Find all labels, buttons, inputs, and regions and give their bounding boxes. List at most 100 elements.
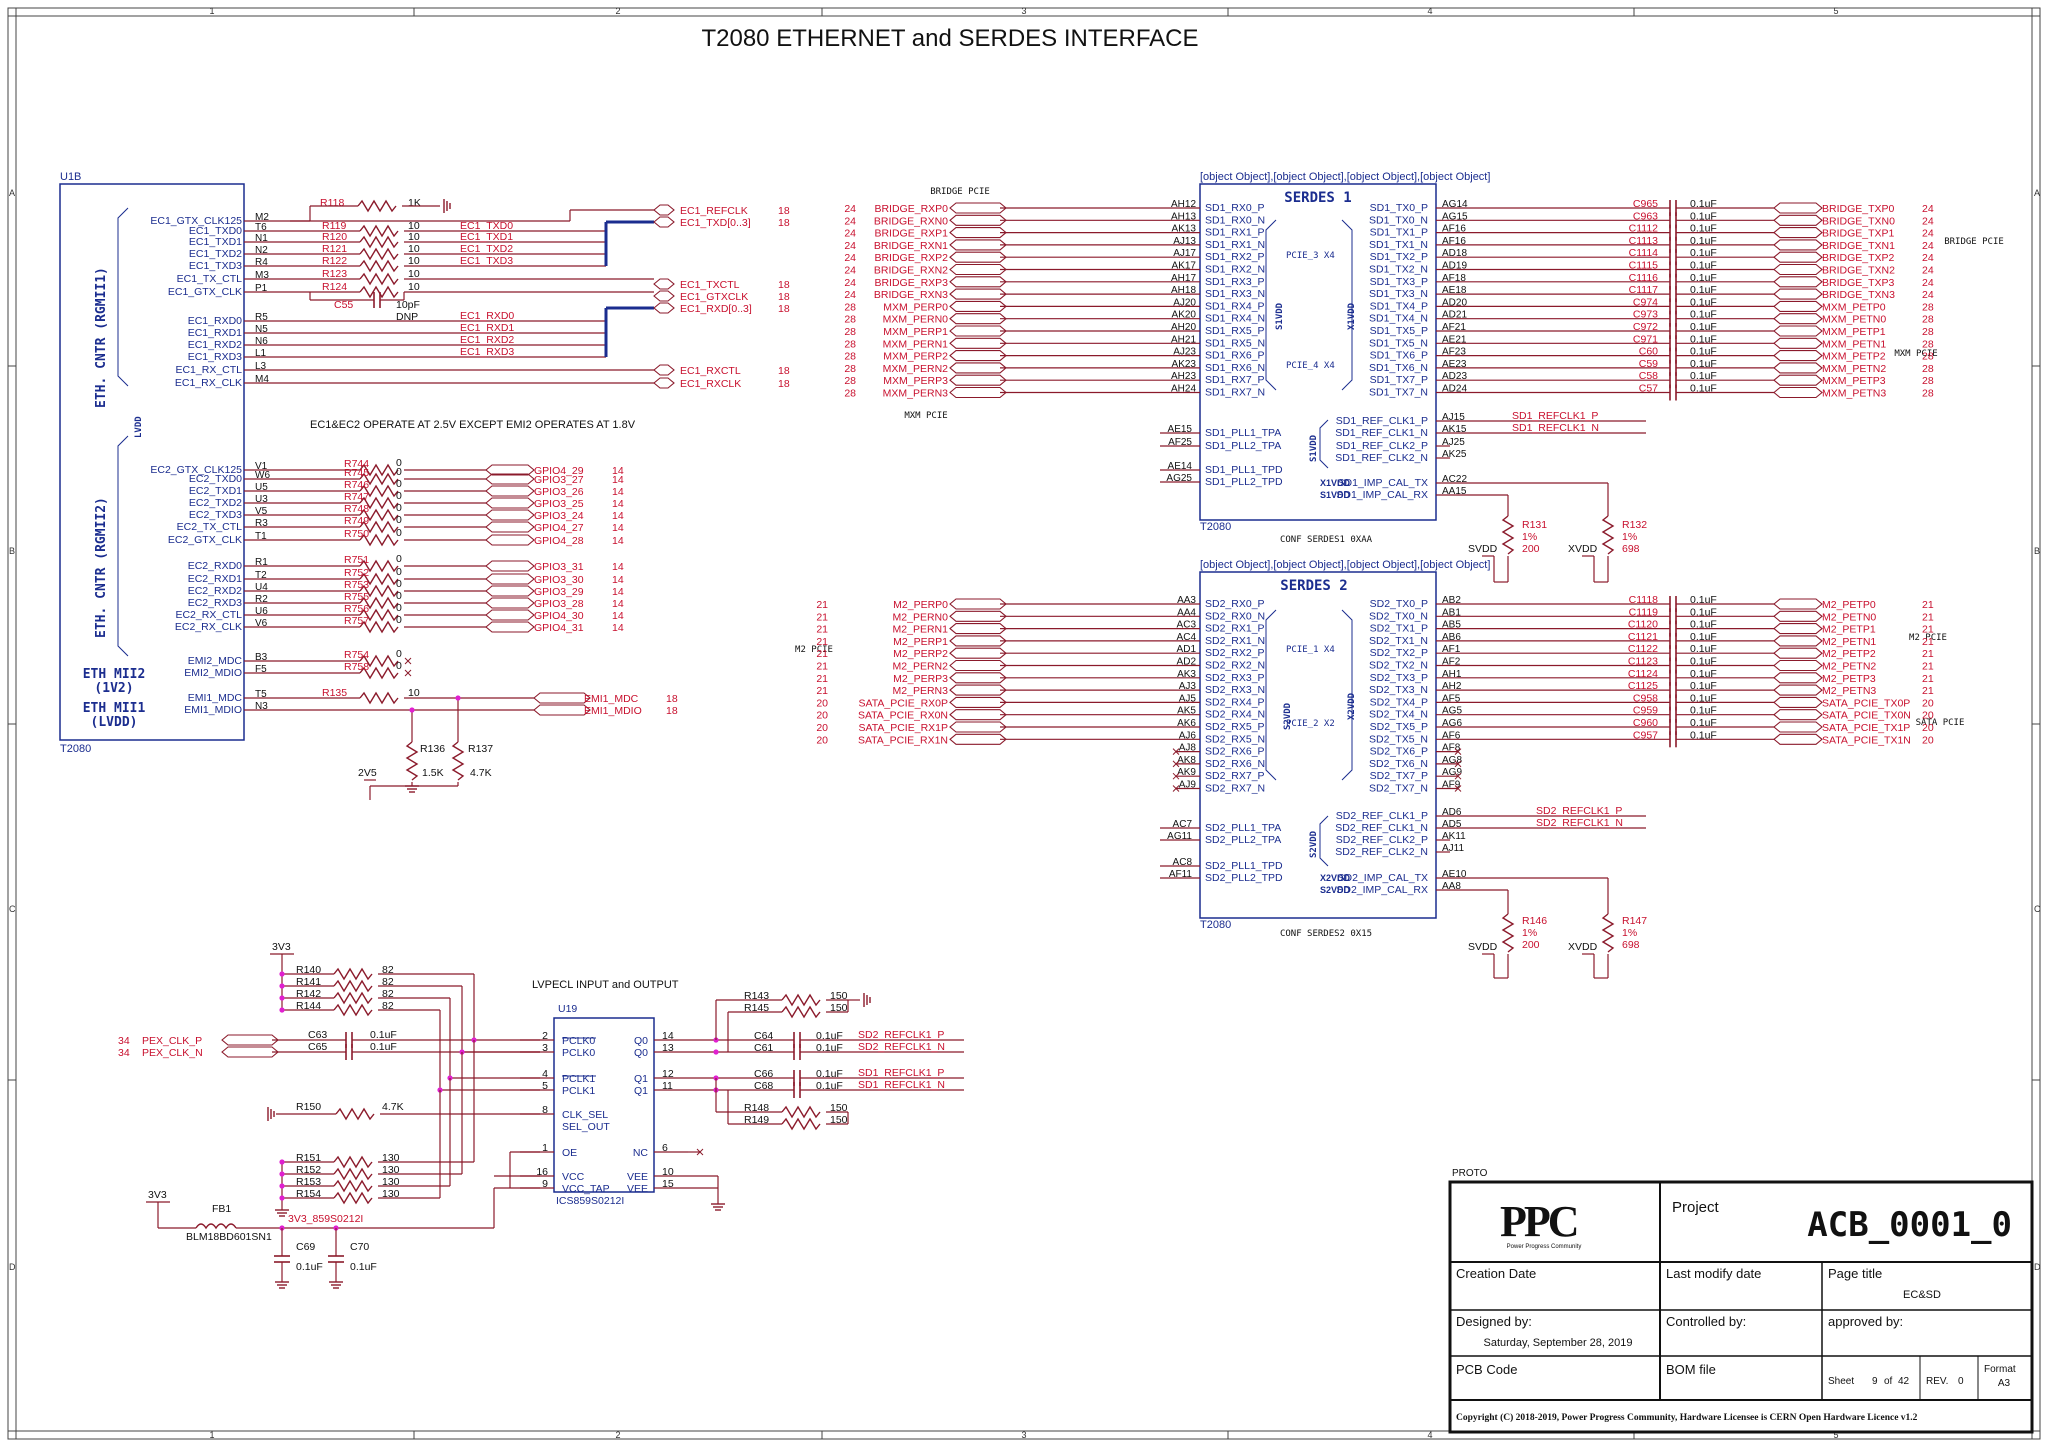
serdes1-mxm-label-left: MXM PCIE (904, 411, 947, 421)
serdes-pin-name: SD1_RX5_N (1205, 337, 1265, 349)
offpage-port (1773, 300, 1823, 312)
offpage-page: 18 (666, 693, 678, 705)
offpage-port (949, 214, 1007, 226)
serdes-pin-ball: AF23 (1442, 347, 1466, 358)
serdes-pin-name: SD2_TX7_N (1369, 783, 1428, 795)
no-connect-mark (1454, 748, 1462, 755)
u19-pin-number: 2 (542, 1030, 548, 1042)
border-col-label: 2 (615, 6, 620, 16)
resistor-ref: R120 (322, 231, 347, 243)
u1b-mii1: ETH MII1 (83, 701, 146, 716)
offpage-port (485, 573, 535, 585)
offpage-net: SATA_PCIE_RX1P (859, 722, 948, 734)
serdes-pin-ball: AD24 (1442, 384, 1467, 395)
offpage-page: 21 (1922, 599, 1934, 611)
capacitor-ref: C60 (1639, 346, 1658, 358)
u1b-pin-ball: M3 (255, 270, 269, 281)
resistor-ref: R746 (344, 479, 369, 491)
resistor-ref: R121 (322, 243, 347, 255)
u1b-lvdd: LVDD (134, 416, 144, 438)
resistor-value: 10 (408, 281, 420, 293)
offpage-page: 20 (816, 697, 828, 709)
junction-dot (713, 1049, 719, 1055)
capacitor-value: 10pF (396, 299, 420, 311)
resistor-ref: R148 (744, 1102, 769, 1114)
offpage-port (949, 386, 1007, 399)
serdes2-conf: CONF SERDES2 0X15 (1280, 929, 1372, 939)
serdes-pin-ball: AC22 (1442, 474, 1467, 485)
offpage-page: 21 (1922, 636, 1934, 648)
offpage-net: MXM_PERN0 (883, 314, 949, 326)
resistor-ref: R145 (744, 1002, 769, 1014)
capacitor-ref: C1116 (1629, 272, 1659, 284)
capacitor-ref: C965 (1633, 198, 1658, 210)
offpage-net: MXM_PERN2 (883, 363, 949, 375)
power-label: SVDD (1468, 941, 1498, 953)
page-title-value: EC&SD (1903, 1289, 1941, 1301)
serdes-pin-ball: AH18 (1171, 285, 1196, 296)
serdes1-symbol: [object Object],[object Object],[object … (844, 171, 2004, 583)
offpage-port (949, 659, 1007, 672)
resistor-value: 10 (408, 220, 420, 232)
offpage-page: 14 (612, 510, 624, 522)
offpage-page: 28 (844, 314, 856, 326)
dnp-label: DNP (396, 311, 418, 323)
serdes-pin-name: SD1_TX1_N (1369, 239, 1428, 251)
serdes1-s1vdd: S1VDD (1275, 302, 1285, 330)
serdes-pin-name: SD2_RX2_N (1205, 660, 1265, 672)
serdes-pin-name: SD1_RX0_P (1205, 202, 1265, 214)
serdes-pin-name: SD1_RX7_N (1205, 387, 1265, 399)
offpage-page: 20 (1922, 734, 1934, 746)
offpage-page: 18 (666, 705, 678, 717)
serdes1-bridge-label-left: BRIDGE PCIE (930, 187, 990, 197)
serdes-pin-name: SD1_REF_CLK1_P (1336, 415, 1428, 427)
u1b-pin-name: EC1_GTX_CLK (168, 286, 242, 298)
offpage-port (949, 251, 1007, 263)
offpage-port (653, 302, 675, 314)
offpage-page: 24 (844, 252, 856, 264)
capacitor-value: 0.1uF (1690, 284, 1717, 296)
offpage-page: 24 (1922, 203, 1934, 215)
serdes-pin-ball: AH17 (1171, 273, 1196, 284)
border-row-label: A (9, 188, 15, 198)
sheet-of-label: of (1884, 1376, 1893, 1387)
serdes-pin-name: SD1_TX5_P (1370, 325, 1428, 337)
serdes-pin-ball: AJ13 (1173, 236, 1196, 247)
offpage-page: 24 (1922, 289, 1934, 301)
logo-subtitle: Power Progress Community (1507, 1244, 1582, 1250)
u1b-pin-name: EC2_TXD2 (189, 497, 242, 509)
resistor-value: 0 (396, 514, 402, 526)
capacitor-value: 0.1uF (1690, 296, 1717, 308)
rev-label: REV. (1926, 1376, 1948, 1387)
serdes-pin-ball: AD19 (1442, 261, 1467, 272)
resistor-tol: 1% (1522, 531, 1537, 543)
resistor-value: 10 (408, 268, 420, 280)
u1b-pin-ball: R3 (255, 518, 268, 529)
offpage-net: EMI1_MDIO (584, 705, 642, 717)
u1b-group-rgmii2: ETH. CNTR (RGMII2) (94, 497, 109, 638)
serdes-pin-ball: AH2 (1442, 681, 1462, 692)
serdes1-conf: CONF SERDES1 0XAA (1280, 535, 1373, 545)
resistor-value: 82 (382, 988, 394, 1000)
resistor-symbol (357, 200, 397, 212)
resistor-ref: R757 (344, 615, 369, 627)
offpage-port (949, 227, 1007, 239)
serdes-pin-name: SD2_TX4_N (1369, 709, 1428, 721)
serdes-pin-ball: AB6 (1442, 632, 1461, 643)
u1b-pin-name: EC1_GTX_CLK125 (150, 215, 242, 227)
u19-ref: U19 (558, 1003, 577, 1015)
serdes-pin-ball: AG15 (1442, 211, 1468, 222)
resistor-value: 4.7K (382, 1101, 404, 1113)
serdes-pin-ball: AB1 (1442, 607, 1461, 618)
offpage-page: 28 (844, 326, 856, 338)
resistor-value: 150 (830, 1114, 848, 1126)
u1b-pin-name: EC1_RX_CLK (175, 377, 242, 389)
power-label: 2V5 (358, 767, 377, 779)
serdes-pin-name: SD2_RX4_N (1205, 709, 1265, 721)
title-block: PROTO PPC Power Progress Community Proje… (1448, 1168, 2034, 1434)
offpage-port (1773, 227, 1823, 239)
offpage-net: BRIDGE_TXP0 (1822, 203, 1895, 215)
net-label: SD2_REFCLK1_P (1536, 805, 1622, 817)
capacitor-ref: C65 (308, 1041, 327, 1053)
offpage-port (1773, 598, 1823, 610)
